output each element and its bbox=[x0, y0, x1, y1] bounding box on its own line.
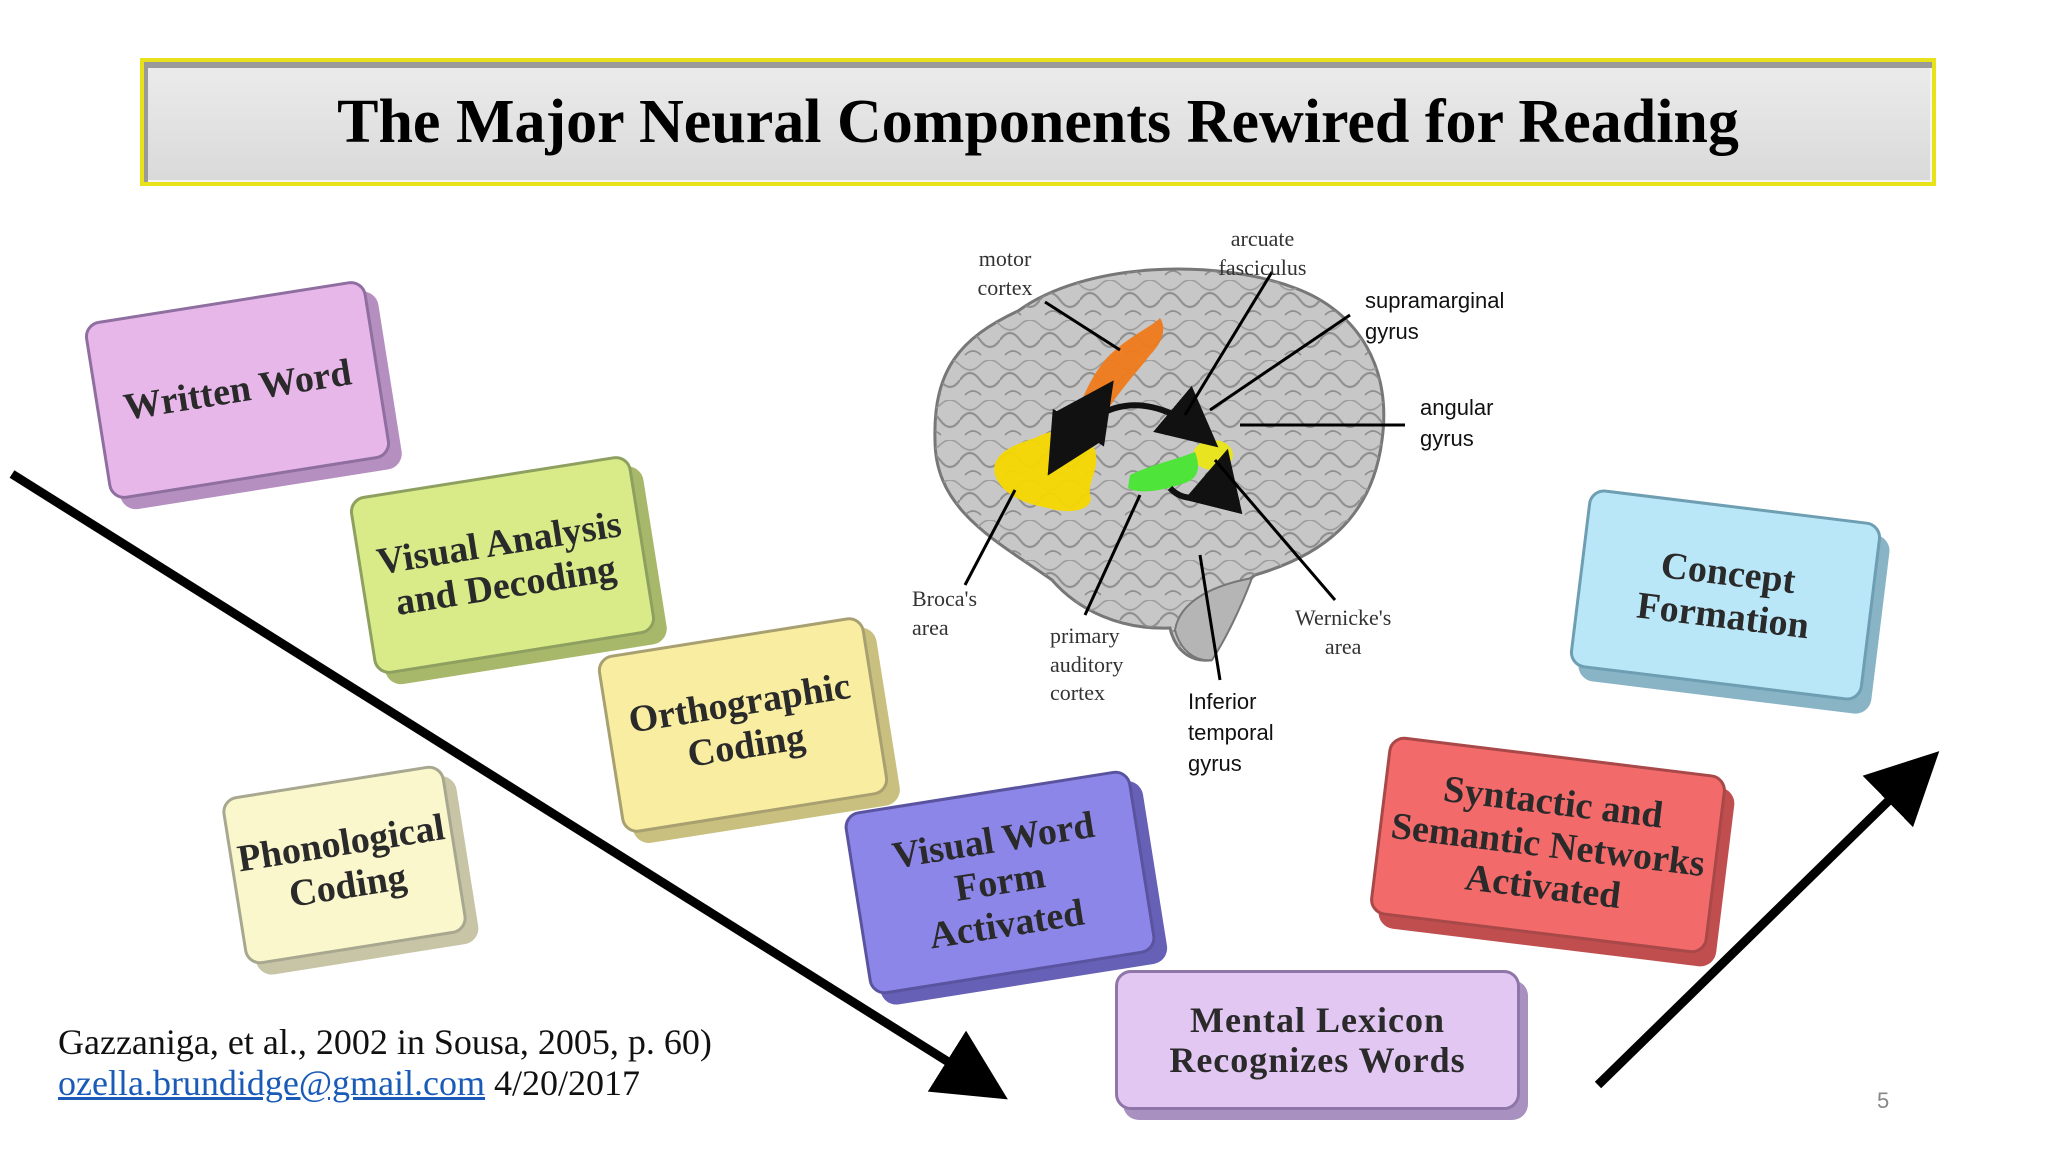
ascending-arrow bbox=[1594, 751, 1940, 1089]
phonological-coding-box: Phonological Coding bbox=[220, 763, 469, 967]
citation: Gazzaniga, et al., 2002 in Sousa, 2005, … bbox=[58, 1022, 712, 1105]
mental-lexicon-box: Mental Lexicon Recognizes Words bbox=[1115, 970, 1520, 1110]
inferior-temporal-gyrus-label: Inferior temporal gyrus bbox=[1188, 689, 1274, 776]
motor-cortex-label: motor cortex bbox=[977, 246, 1033, 300]
page-number: 5 bbox=[1877, 1088, 1890, 1113]
brain-illustration bbox=[933, 267, 1405, 681]
citation-date: 4/20/2017 bbox=[485, 1063, 641, 1104]
descending-arrow bbox=[9, 470, 1008, 1100]
supramarginal-gyrus-label: supramarginal gyrus bbox=[1365, 288, 1505, 344]
email-link[interactable]: ozella.brundidge@gmail.com bbox=[58, 1063, 486, 1104]
arcuate-fasciculus-label: arcuate fasciculus bbox=[1218, 226, 1307, 280]
slide-title: The Major Neural Components Rewired for … bbox=[337, 87, 1739, 156]
title-bar: The Major Neural Components Rewired for … bbox=[140, 58, 1936, 186]
primary-auditory-cortex-label: primary auditory cortex bbox=[1050, 623, 1124, 706]
angular-gyrus-label: angular gyrus bbox=[1420, 395, 1494, 451]
angular-gyrus-region bbox=[1193, 440, 1233, 470]
wernickes-region bbox=[1128, 452, 1198, 492]
concept-formation-box: Concept Formation bbox=[1568, 487, 1883, 703]
citation-line: Gazzaniga, et al., 2002 in Sousa, 2005, … bbox=[58, 1022, 712, 1062]
wernickes-area-label: Wernicke's area bbox=[1295, 605, 1392, 659]
brocas-area-label: Broca's area bbox=[912, 586, 978, 640]
